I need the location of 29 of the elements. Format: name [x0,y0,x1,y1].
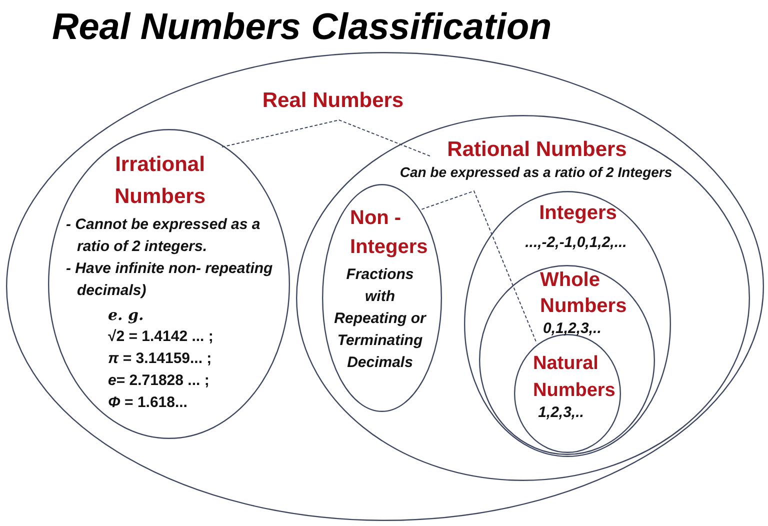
set-title: Integers [539,201,617,225]
set-ellipse [322,184,442,412]
dotted-connector [421,190,538,344]
set-ellipse [514,334,621,453]
example-label: e. g. [108,305,144,326]
set-ellipse [464,191,671,457]
set-title: Rational Numbers [447,138,627,162]
dotted-connector [222,119,430,156]
formula-text: π = 3.14159... ; [108,349,212,369]
formula-text: e= 2.71828 ... ; [108,371,210,391]
set-title: Natural Numbers [533,352,616,403]
member-list: 0,1,2,3,.. [543,320,602,338]
member-list: ...,-2,-1,0,1,2,... [525,233,627,253]
set-title: Irrational Numbers [113,152,207,210]
set-ellipse [479,265,655,455]
formula-text: √2 = 1.4142 ... ; [108,327,214,347]
set-ellipse [296,115,750,481]
definition-text: - Have infinite non- repeating decimals) [66,259,274,301]
definition-text: Can be expressed as a ratio of 2 Integers [400,163,672,182]
definition-text: Fractions with Repeating or Terminating Decimals [333,265,428,373]
set-ellipse [48,129,290,439]
formula-text: Φ = 1.618... [108,393,188,413]
set-title: Real Numbers [262,88,404,114]
member-list: 1,2,3,.. [538,404,584,422]
set-title: Non - Integers [350,206,429,260]
set-ellipse [6,52,764,521]
definition-text: - Cannot be expressed as a ratio of 2 integers. [66,215,262,257]
diagram-title: Real Numbers Classification [52,5,552,49]
set-title: Whole Numbers [540,268,628,319]
